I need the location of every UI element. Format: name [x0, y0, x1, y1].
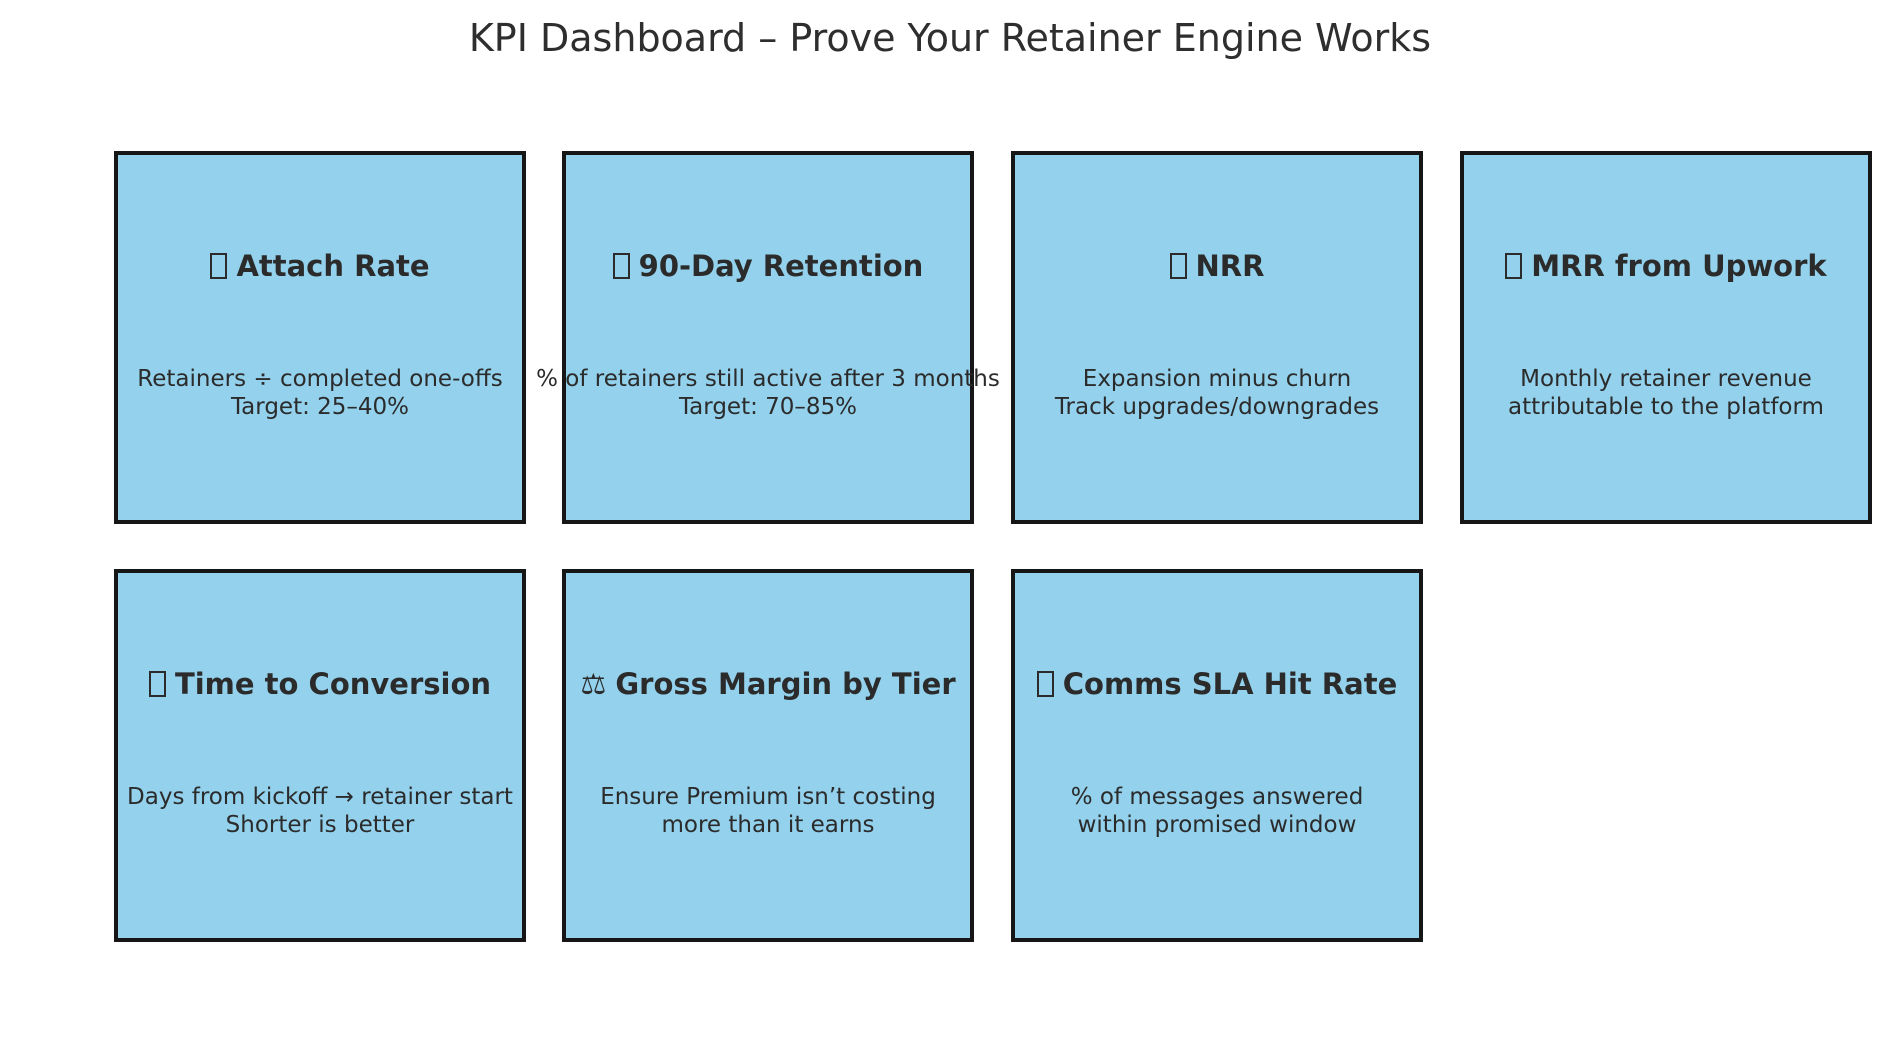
card-description-line: Days from kickoff → retainer start	[127, 784, 513, 810]
card-description-line: % of retainers still active after 3 mont…	[536, 366, 1000, 392]
card-title-text: Attach Rate	[236, 249, 430, 283]
kpi-card-time-to-conversion: Time to Conversion Days from kickoff → r…	[114, 569, 526, 942]
kpi-card-gross-margin-by-tier: ⚖Gross Margin by Tier Ensure Premium isn…	[562, 569, 974, 942]
card-title-text: NRR	[1195, 249, 1265, 283]
card-description-line: Retainers ÷ completed one-offs	[137, 366, 503, 392]
card-description: Monthly retainer revenue attributable to…	[1434, 365, 1898, 421]
card-description-line: Target: 25–40%	[230, 394, 410, 420]
kpi-card-nrr: NRR Expansion minus churn Track upgrades…	[1011, 151, 1423, 524]
card-description-line: attributable to the platform	[1508, 394, 1824, 420]
card-title-text: 90-Day Retention	[638, 249, 924, 283]
card-description: % of retainers still active after 3 mont…	[536, 365, 1000, 421]
card-description: Ensure Premium isn’t costing more than i…	[536, 783, 1000, 839]
scales-icon: ⚖	[580, 667, 607, 701]
card-description-line: Monthly retainer revenue	[1520, 366, 1812, 392]
card-description: Days from kickoff → retainer start Short…	[88, 783, 552, 839]
card-description-line: Target: 70–85%	[678, 394, 858, 420]
card-description: Expansion minus churn Track upgrades/dow…	[985, 365, 1449, 421]
card-description-line: within promised window	[1077, 812, 1357, 838]
card-title-text: MRR from Upwork	[1531, 249, 1827, 283]
page-title: KPI Dashboard – Prove Your Retainer Engi…	[468, 16, 1432, 60]
card-title: MRR from Upwork	[1434, 248, 1898, 284]
card-description: % of messages answered within promised w…	[985, 783, 1449, 839]
kpi-card-90-day-retention: 90-Day Retention % of retainers still ac…	[536, 151, 1000, 524]
kpi-card-mrr-from-upwork: MRR from Upwork Monthly retainer revenue…	[1460, 151, 1872, 524]
card-title: ⚖Gross Margin by Tier	[536, 666, 1000, 702]
card-description: Retainers ÷ completed one-offs Target: 2…	[88, 365, 552, 421]
card-description-line: Shorter is better	[225, 812, 415, 838]
missing-glyph-icon	[210, 253, 228, 279]
card-description-line: Track upgrades/downgrades	[1054, 394, 1380, 420]
card-title: Attach Rate	[88, 248, 552, 284]
card-title: Time to Conversion	[88, 666, 552, 702]
card-description-line: % of messages answered	[1070, 784, 1364, 810]
missing-glyph-icon	[1505, 253, 1523, 279]
card-title-text: Time to Conversion	[174, 667, 492, 701]
kpi-card-attach-rate: Attach Rate Retainers ÷ completed one-of…	[114, 151, 526, 524]
missing-glyph-icon	[1169, 253, 1187, 279]
card-description-line: more than it earns	[661, 812, 875, 838]
card-description-line: Expansion minus churn	[1082, 366, 1352, 392]
card-title-text: Gross Margin by Tier	[615, 667, 956, 701]
missing-glyph-icon	[148, 671, 166, 697]
missing-glyph-icon	[1036, 671, 1054, 697]
card-title: Comms SLA Hit Rate	[985, 666, 1449, 702]
card-title-text: Comms SLA Hit Rate	[1062, 667, 1398, 701]
missing-glyph-icon	[612, 253, 630, 279]
card-title: NRR	[985, 248, 1449, 284]
card-title: 90-Day Retention	[536, 248, 1000, 284]
card-description-line: Ensure Premium isn’t costing	[600, 784, 936, 810]
kpi-card-comms-sla-hit-rate: Comms SLA Hit Rate % of messages answere…	[1011, 569, 1423, 942]
